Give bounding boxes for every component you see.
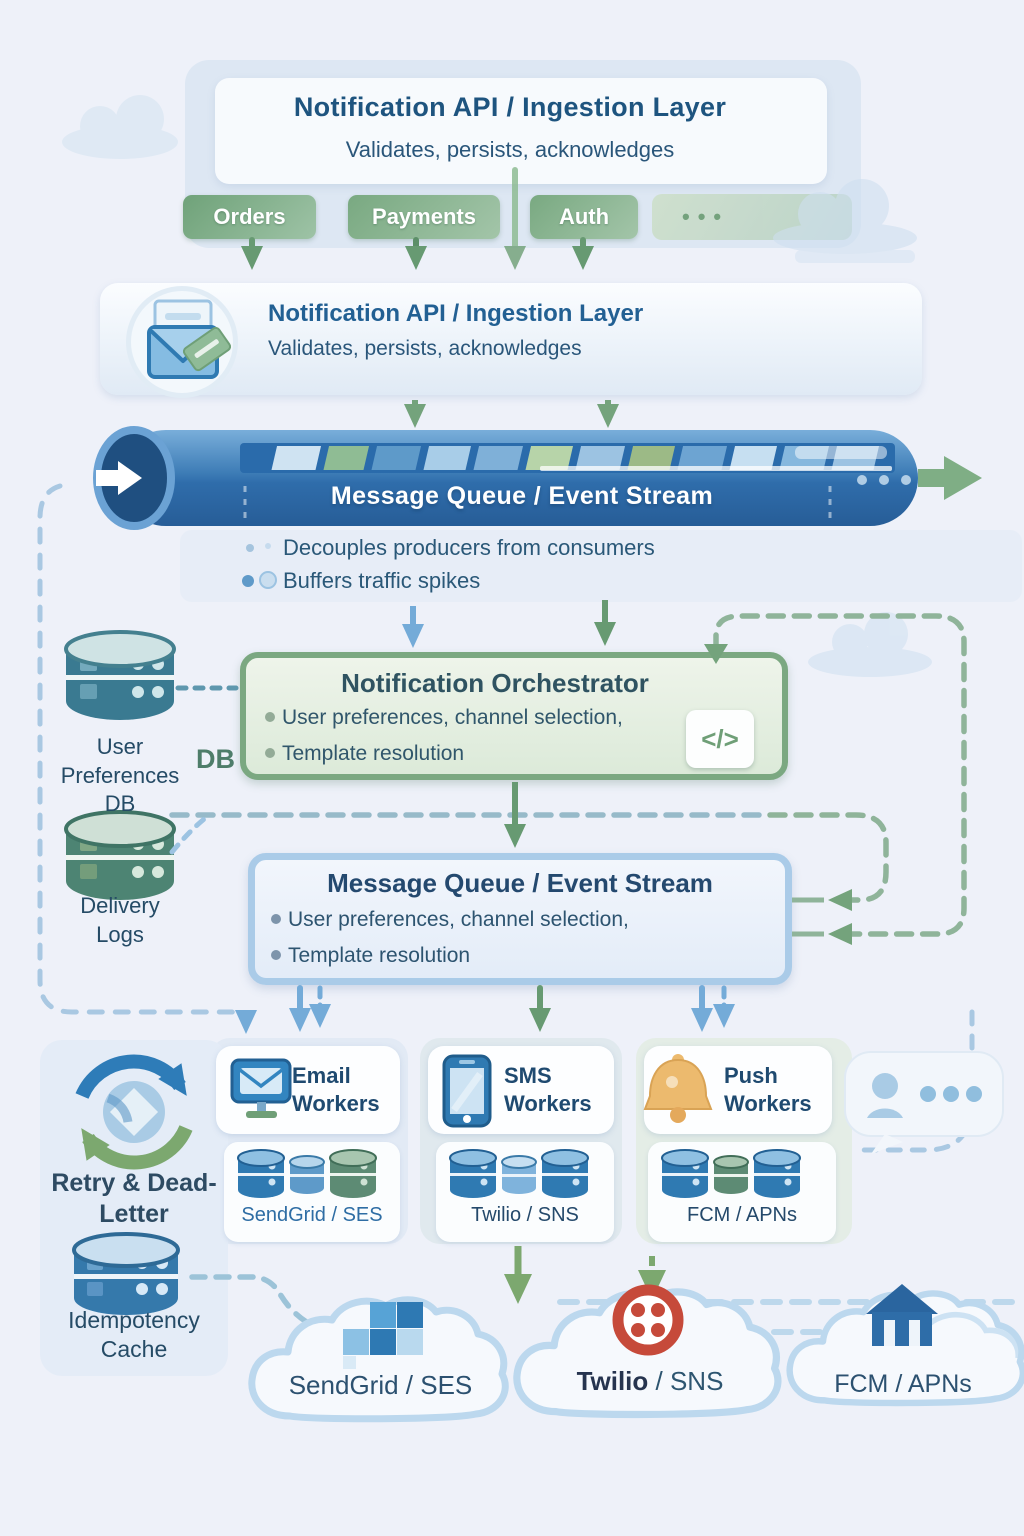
producer-orders-label: Orders: [213, 204, 286, 229]
fcm-subcard: [648, 1142, 836, 1242]
user-preferences-db-icon: [64, 630, 176, 720]
code-icon: </>: [686, 710, 754, 768]
orchestrator-bullet-1: User preferences, channel selection,: [282, 706, 623, 729]
producer-auth-box: Auth: [530, 195, 638, 239]
twilio-logo-icon: [612, 1284, 684, 1356]
decor-cloud-top-left: [62, 95, 178, 159]
mq-bullet-2: Template resolution: [288, 944, 471, 967]
sms-workers-title: SMS Workers: [504, 1063, 592, 1116]
push-workers-title: Push Workers: [724, 1063, 812, 1116]
queue-bullet-1: Decouples producers from consumers: [283, 535, 655, 560]
fcm-cloud-label: FCM / APNs: [834, 1370, 972, 1398]
email-workers-title: Email Workers: [292, 1063, 380, 1116]
mq-box-title: Message Queue / Event Stream: [327, 868, 713, 898]
producer-payments-label: Payments: [372, 204, 476, 229]
user-preferences-db-label: User Preferences DB: [60, 734, 180, 817]
producer-orders-box: Orders: [183, 195, 316, 239]
mq-bullet-1: User preferences, channel selection,: [288, 908, 629, 931]
idempotency-cache-label: Idempotency Cache: [68, 1307, 200, 1362]
message-queue-box: [248, 853, 792, 985]
ingestion-title: Notification API / Ingestion Layer: [268, 300, 644, 327]
ingestion-subtitle: Validates, persists, acknowledges: [268, 337, 582, 360]
fcm-home-icon: [866, 1284, 938, 1346]
delivery-logs-db-icon: [64, 810, 176, 900]
ingestion-icon-circle: [126, 286, 238, 398]
queue-bullet-2: Buffers traffic spikes: [283, 568, 481, 593]
message-queue-pipe: [93, 426, 982, 530]
bullet-dots: [242, 543, 277, 589]
header-card: [215, 78, 827, 184]
producer-auth-label: Auth: [558, 204, 610, 229]
twilio-subcard: [436, 1142, 614, 1242]
twilio-cloud-label: Twilio / SNS: [545, 1366, 755, 1397]
decor-cloud-right-mid: [808, 612, 932, 677]
connector-deliverylogs-loop: [169, 813, 211, 855]
queue-pipe-label: Message Queue / Event Stream: [330, 482, 714, 510]
feedback-stems: [792, 897, 824, 937]
dashed-right-to-push: [855, 1009, 975, 1153]
orchestrator-bullet-2: Template resolution: [282, 742, 465, 765]
orchestrator-title: Notification Orchestrator: [341, 668, 649, 698]
db-badge: DB: [196, 744, 235, 774]
ellipsis-icon: •••: [682, 204, 730, 229]
delivery-logs-label: Delivery Logs: [80, 893, 160, 947]
twilio-brand: Twilio: [576, 1366, 649, 1396]
header-subtitle: Validates, persists, acknowledges: [345, 137, 675, 162]
retry-dead-letter-label: Retry & Dead-Letter: [51, 1169, 217, 1229]
email-provider-label: SendGrid / SES: [241, 1204, 383, 1226]
twilio-rest: / SNS: [648, 1366, 724, 1396]
sendgrid-subcard: [224, 1142, 400, 1242]
pipe-inlet-arrow-icon: [96, 461, 142, 495]
push-provider-label: FCM / APNs: [686, 1204, 797, 1226]
chat-bubble-decor: [844, 1051, 1004, 1154]
sendgrid-cloud-label: SendGrid / SES: [288, 1370, 473, 1400]
producer-payments-box: Payments: [348, 195, 500, 239]
producer-more-box: •••: [652, 194, 852, 240]
sms-provider-label: Twilio / SNS: [471, 1204, 579, 1226]
sendgrid-logo-icon: [343, 1302, 423, 1369]
header-title: Notification API / Ingestion Layer: [293, 92, 727, 122]
